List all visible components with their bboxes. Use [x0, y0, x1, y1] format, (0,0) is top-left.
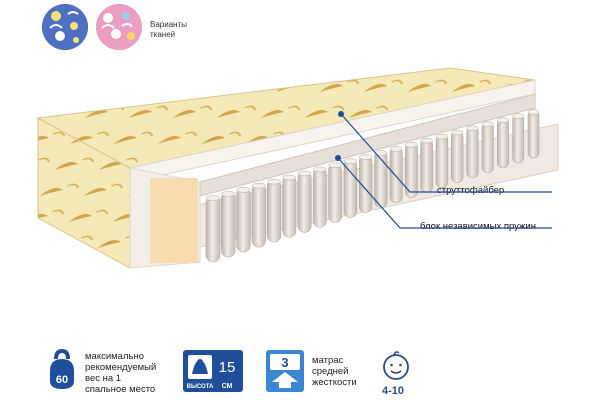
fabric-variants-label-line2: тканей [150, 30, 176, 39]
pocket-spring-top [466, 125, 479, 132]
pocket-spring-top [236, 187, 251, 193]
fabric-variants-label: Варианты тканей [150, 20, 187, 40]
fabric-pattern-blue-icon [42, 4, 88, 50]
pocket-spring-top [205, 195, 221, 201]
weight-line2: рекомендуемый [85, 362, 157, 373]
pocket-spring-top [435, 133, 449, 140]
fabric-swatch-blue[interactable] [42, 4, 88, 50]
height-badge-icon: 15 высота см [183, 350, 243, 392]
pocket-spring-top [251, 182, 266, 189]
pocket-spring-top [328, 162, 342, 168]
fabric-swatch-pink[interactable] [96, 4, 142, 50]
foam-cut-section [150, 178, 198, 263]
pocket-spring-top [267, 178, 282, 185]
baby-face-icon [383, 351, 409, 380]
fabric-variants-label-line1: Варианты [150, 20, 187, 29]
kettlebell-icon: 60 [50, 349, 74, 389]
pocket-spring-top [481, 121, 494, 128]
pocket-spring-top [451, 129, 464, 136]
callout-spring-block: блок независимых пружин [420, 221, 536, 232]
weight-line4: спальное место [85, 384, 156, 395]
weight-description: максимально рекомендуемый вес на 1 спаль… [85, 351, 156, 395]
pocket-spring-top [313, 166, 327, 173]
firmness-arrow-icon [272, 372, 298, 388]
features-row: 60 максимально рекомендуемый вес на 1 сп… [0, 345, 600, 400]
pocket-spring-top [297, 170, 312, 177]
pocket-spring-top [527, 109, 540, 115]
mattress-illustration [36, 67, 559, 269]
height-value: 15 [219, 359, 236, 376]
callout-line-struttofiber [340, 113, 552, 193]
pocket-spring-top [343, 158, 357, 164]
callout-line-springs [337, 157, 552, 229]
firmness-line3: жесткости [312, 377, 357, 388]
pocket-spring-top [512, 113, 525, 119]
pocket-spring-top [497, 117, 509, 123]
height-caption: высота [187, 384, 214, 390]
pocket-spring-top [282, 174, 297, 181]
pocket-spring-top [420, 137, 433, 144]
firmness-description: матрас средней жесткости [312, 355, 357, 388]
age-range: 4-10 [382, 385, 405, 397]
weight-value: 60 [56, 374, 68, 386]
spring-block-top [199, 93, 536, 197]
firmness-line2: средней [312, 366, 349, 377]
weight-line3: вес на 1 [85, 373, 122, 384]
pocket-spring-top [221, 191, 236, 197]
callout-struttofiber: струттофайбер [437, 185, 505, 196]
height-unit: см [222, 383, 233, 390]
firmness-badge-icon: 3 [266, 350, 304, 392]
pocket-spring-top [389, 146, 403, 152]
weight-line1: максимально [85, 351, 144, 362]
spring-row [205, 109, 540, 263]
pocket-spring-top [405, 142, 418, 148]
firmness-value: 3 [281, 355, 288, 370]
fabric-pattern-pink-icon [96, 4, 142, 50]
firmness-line1: матрас [312, 355, 344, 366]
pocket-spring-top [359, 154, 373, 160]
